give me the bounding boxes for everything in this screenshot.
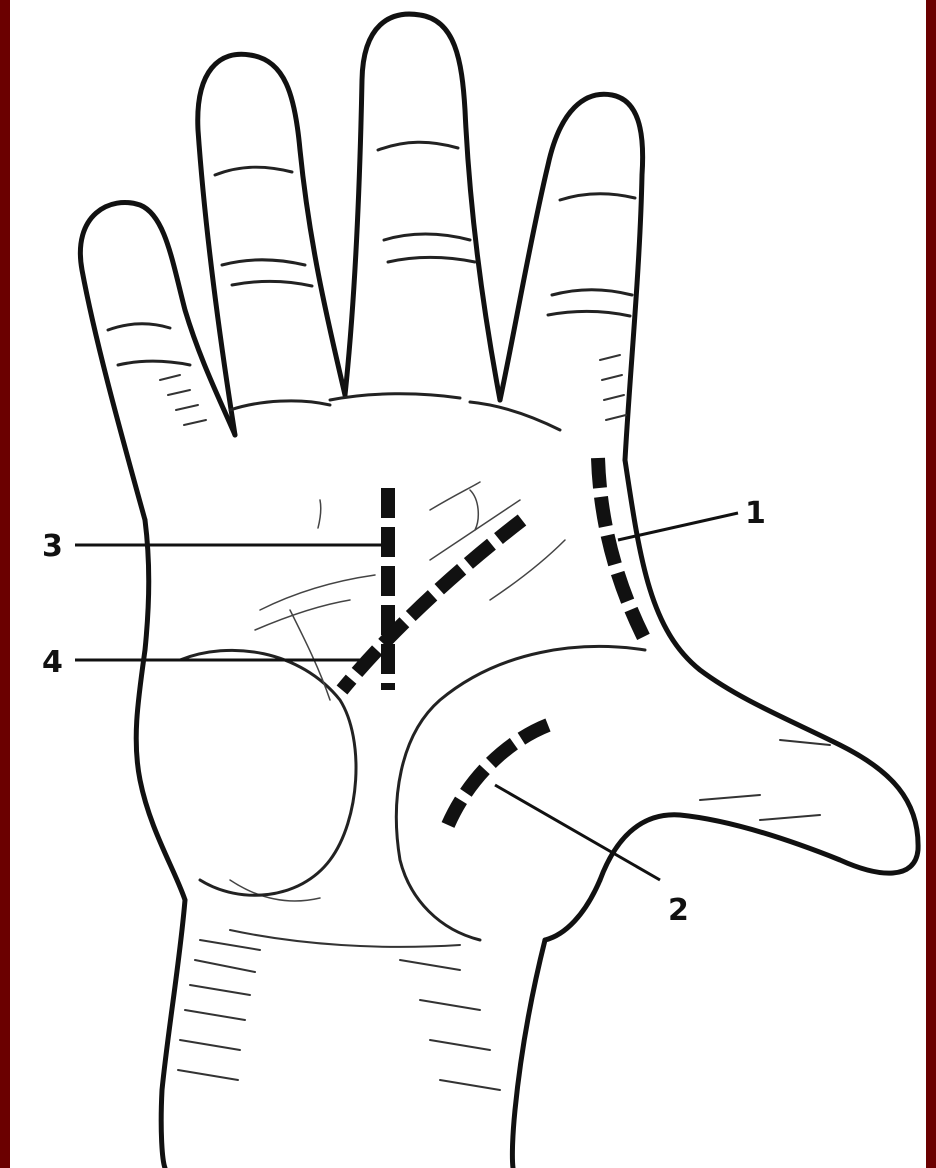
finger-creases: [108, 142, 635, 430]
index-finger-outline: [500, 94, 643, 460]
wrist-left-outline: [161, 900, 185, 1168]
incision-2: [448, 725, 548, 825]
ring-finger-outline: [198, 54, 345, 435]
incision-marks: [342, 458, 645, 825]
ulnar-border-outline: [136, 520, 185, 900]
thenar-eminence-outline: [396, 647, 645, 940]
hypothenar-eminence-outline: [180, 650, 356, 895]
leader-line-2: [495, 785, 660, 880]
label-4: 4: [42, 645, 63, 680]
label-3: 3: [42, 529, 63, 564]
wrist-right-outline: [512, 940, 545, 1168]
hand-outline: [80, 14, 918, 1168]
label-2: 2: [668, 893, 689, 928]
shading-hatches: [160, 355, 830, 1090]
middle-finger-outline: [345, 14, 500, 400]
label-1: 1: [745, 496, 766, 531]
thenar-to-wrist-outline: [545, 880, 600, 940]
